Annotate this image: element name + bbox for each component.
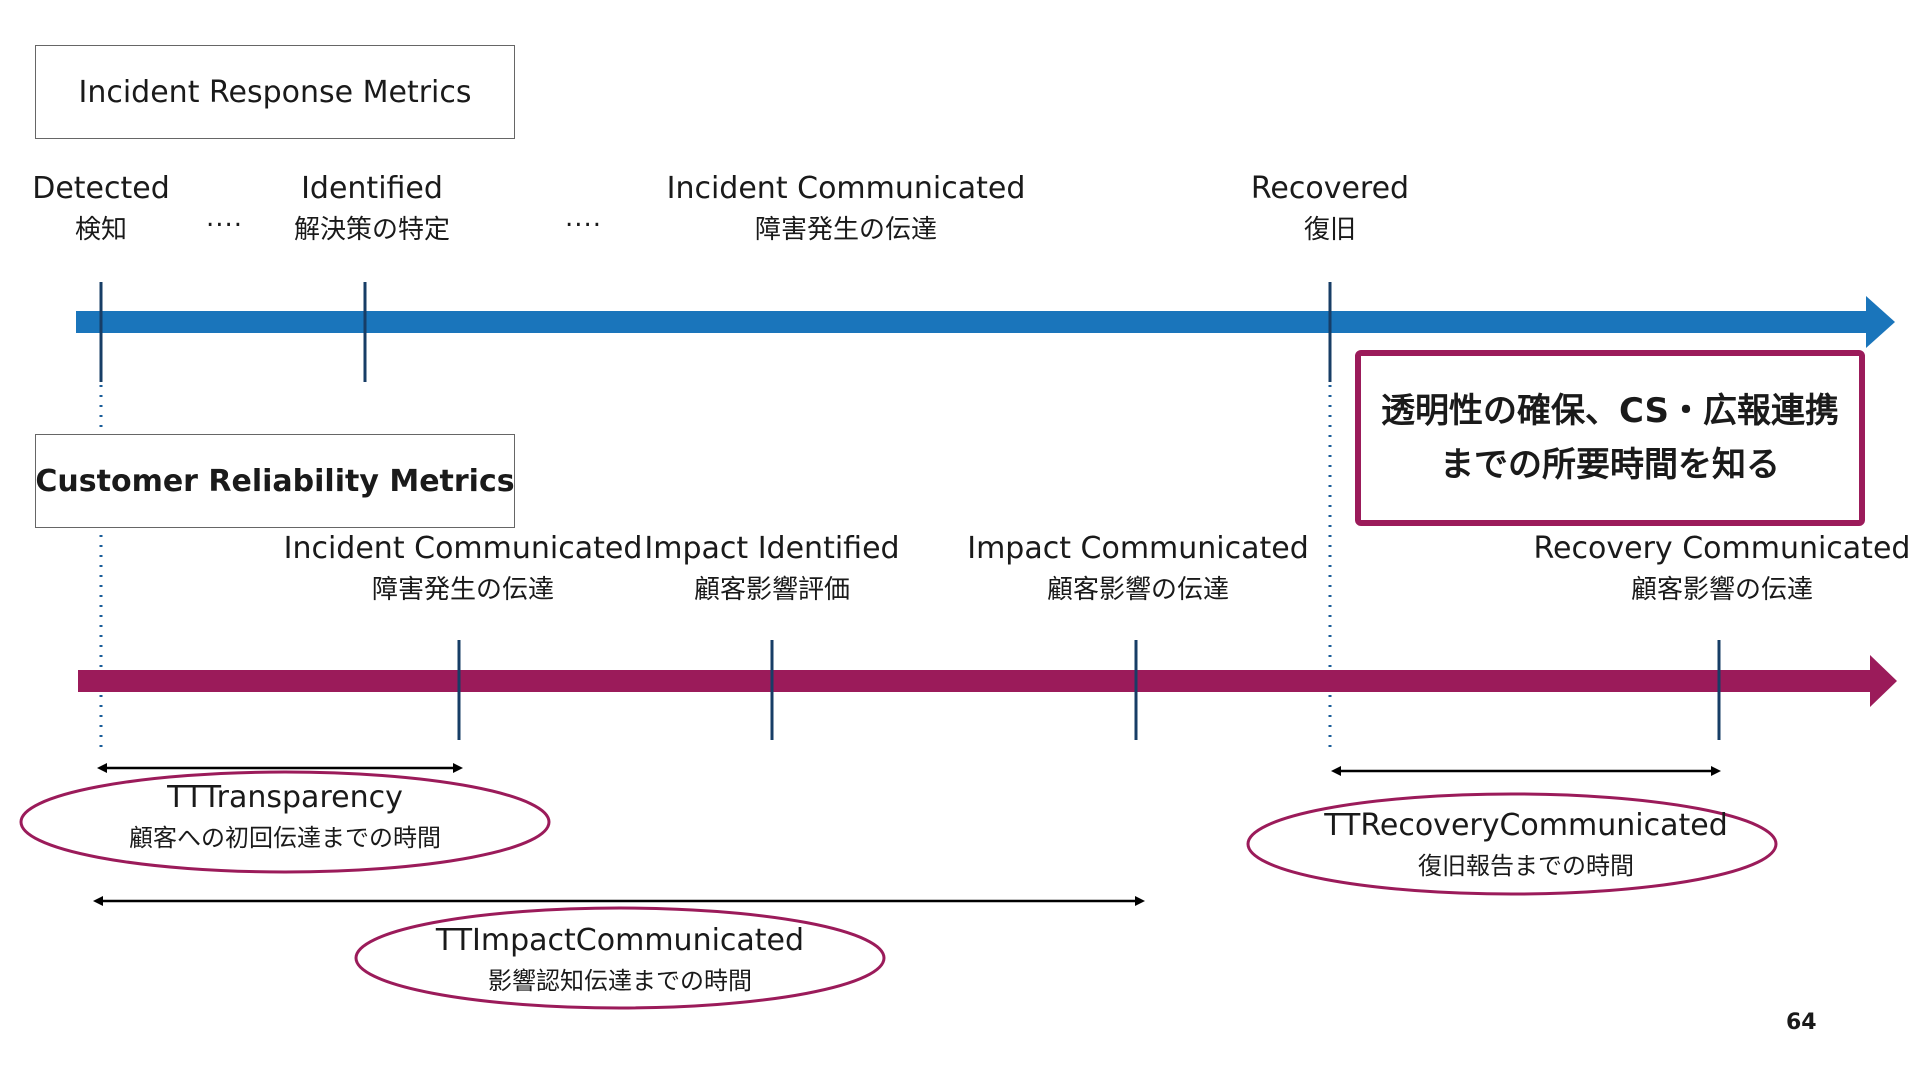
transparency-ellipse: [19, 770, 551, 874]
customer-reliability-title: Customer Reliability Metrics: [35, 434, 515, 528]
metric-impact-communicated: TTImpactCommunicated 影響認知伝達までの時間: [435, 923, 805, 995]
callout-line: までの所要時間を知る: [1440, 445, 1780, 485]
callout-box: 透明性の確保、CS・広報連携 までの所要時間を知る: [1355, 350, 1865, 526]
top-timeline-arrow: [76, 296, 1895, 348]
ellipsis-dots: ....: [206, 203, 244, 233]
ellipsis-dots: ....: [565, 203, 603, 233]
page-number: 64: [1786, 1010, 1817, 1035]
recovery-ellipse: [1246, 792, 1778, 896]
metric-recovery-communicated: TTRecoveryCommunicated 復旧報告までの時間: [1324, 808, 1728, 880]
label-detected: Detected 検知: [32, 171, 170, 245]
label-identified: Identified 解決策の特定: [293, 171, 451, 245]
label-impact-identified: Impact Identified 顧客影響評価: [644, 531, 900, 605]
callout-line: 透明性の確保、CS・広報連携: [1380, 390, 1840, 431]
label-impact-communicated: Impact Communicated 顧客影響の伝達: [967, 531, 1309, 605]
incident-response-title: Incident Response Metrics: [35, 45, 515, 139]
metric-transparency: TTTransparency 顧客への初回伝達までの時間: [129, 780, 441, 852]
label-recovered: Recovered 復旧: [1250, 171, 1410, 245]
label-recovery-communicated: Recovery Communicated 顧客影響の伝達: [1533, 531, 1911, 605]
impact-ellipse: [354, 906, 886, 1010]
label-incident-communicated-top: Incident Communicated 障害発生の伝達: [666, 171, 1026, 245]
bottom-timeline-arrow: [78, 655, 1897, 707]
label-incident-communicated-bottom: Incident Communicated 障害発生の伝達: [283, 531, 643, 605]
